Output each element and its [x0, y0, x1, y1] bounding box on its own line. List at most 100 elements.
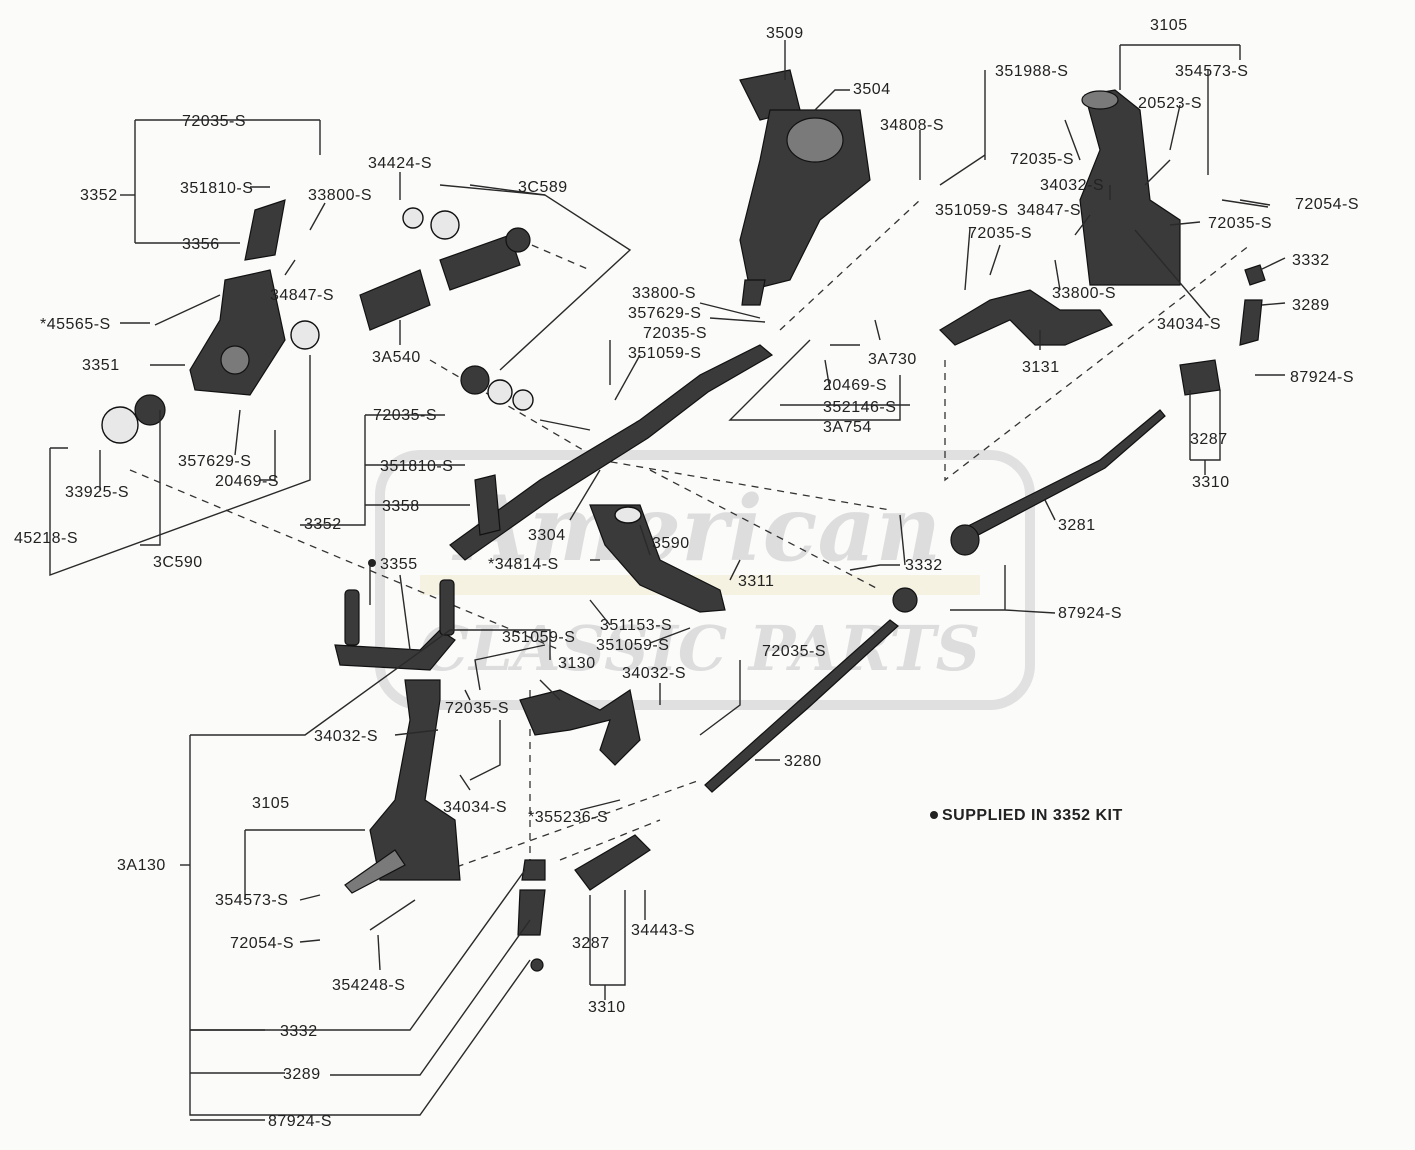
label-3287-b: 3287	[572, 935, 610, 952]
label-3355: 3355	[380, 556, 418, 573]
label-87924-s-c: 87924-S	[268, 1113, 332, 1130]
idler-bracket	[189, 269, 286, 396]
label-45218-s: 45218-S	[14, 530, 78, 547]
kit-dot-3355	[368, 559, 376, 567]
label-351059-s-d: 351059-S	[596, 637, 669, 654]
label-3a540: 3A540	[372, 349, 421, 366]
label-3289-b: 3289	[283, 1066, 321, 1083]
label-352146-s: 352146-S	[823, 399, 896, 416]
parts	[101, 69, 1269, 972]
label-3352-a: 3352	[80, 187, 118, 204]
label-3a130: 3A130	[117, 857, 166, 874]
label-355236-s: *355236-S	[528, 809, 608, 826]
label-3332-c: 3332	[280, 1023, 318, 1040]
label-351153-s: 351153-S	[600, 617, 672, 634]
label-33800-s-a: 33800-S	[308, 187, 372, 204]
label-3289-a: 3289	[1292, 297, 1330, 314]
label-72035-s-h: 72035-S	[445, 700, 509, 717]
label-87924-s-b: 87924-S	[1058, 605, 1122, 622]
label-3a730: 3A730	[868, 351, 917, 368]
label-354573-s-bot: 354573-S	[215, 892, 288, 909]
label-3c589: 3C589	[518, 179, 568, 196]
label-45565-s: *45565-S	[40, 316, 111, 333]
label-3287-a: 3287	[1190, 431, 1228, 448]
label-357629-s-b: 357629-S	[178, 453, 251, 470]
label-34032-s-a: 34032-S	[1040, 177, 1104, 194]
label-3310-b: 3310	[588, 999, 626, 1016]
watermark-line2: CLASSIC PARTS	[420, 612, 981, 685]
pitman-arm	[589, 504, 726, 613]
label-72035-s-c: 72035-S	[1208, 215, 1272, 232]
label-354573-s-top: 354573-S	[1175, 63, 1248, 80]
label-34847-s-a: 34847-S	[270, 287, 334, 304]
spindle-left	[344, 679, 461, 894]
label-34424-s: 34424-S	[368, 155, 432, 172]
label-3356: 3356	[182, 236, 220, 253]
tie-rod-3280	[704, 587, 918, 793]
label-3105-top: 3105	[1150, 17, 1188, 34]
label-3509: 3509	[766, 25, 804, 42]
bushings	[101, 199, 534, 536]
label-20469-s-a: 20469-S	[823, 377, 887, 394]
steering-gear	[739, 69, 871, 306]
steering-arm-3131	[939, 289, 1113, 346]
label-20523-s: 20523-S	[1138, 95, 1202, 112]
steering-arm-3130	[519, 689, 641, 766]
ball-studs	[517, 264, 1266, 972]
label-33800-s-c: 33800-S	[632, 285, 696, 302]
label-34443-s: 34443-S	[631, 922, 695, 939]
label-20469-s-b: 20469-S	[215, 473, 279, 490]
label-33925-s: 33925-S	[65, 484, 129, 501]
label-3281: 3281	[1058, 517, 1096, 534]
label-351059-s-b: 351059-S	[628, 345, 701, 362]
label-72035-s-d: 72035-S	[968, 225, 1032, 242]
label-3130: 3130	[558, 655, 596, 672]
label-357629-s-a: 357629-S	[628, 305, 701, 322]
label-3304: 3304	[528, 527, 566, 544]
bolts	[154, 154, 1269, 931]
label-3351: 3351	[82, 357, 120, 374]
label-34032-s-c: 34032-S	[314, 728, 378, 745]
label-3105-bot: 3105	[252, 795, 290, 812]
leader-lines	[49, 40, 1286, 1121]
label-3280: 3280	[784, 753, 822, 770]
spindle-right	[1079, 89, 1181, 286]
label-34808-s: 34808-S	[880, 117, 944, 134]
part-labels: 3509 3504 3105 351988-S 354573-S 20523-S…	[14, 17, 1359, 1130]
label-3131: 3131	[1022, 359, 1060, 376]
label-72035-s-f: 72035-S	[373, 407, 437, 424]
label-3311: 3311	[738, 573, 774, 590]
label-34814-s: *34814-S	[488, 556, 559, 573]
label-3c590: 3C590	[153, 554, 203, 571]
assembly-dashed-lines	[129, 199, 1251, 881]
tie-rod-3281	[950, 409, 1166, 556]
center-link	[449, 344, 774, 561]
label-3a754: 3A754	[823, 419, 872, 436]
label-72035-s-a: 72035-S	[182, 113, 246, 130]
label-351988-s: 351988-S	[995, 63, 1068, 80]
label-34032-s-b: 34032-S	[622, 665, 686, 682]
label-3504: 3504	[853, 81, 891, 98]
label-3352-b: 3352	[304, 516, 342, 533]
label-351059-s-a: 351059-S	[935, 202, 1008, 219]
label-33800-s-b: 33800-S	[1052, 285, 1116, 302]
label-351810-s-b: 351810-S	[380, 458, 453, 475]
label-72054-s-b: 72054-S	[230, 935, 294, 952]
label-3332-a: 3332	[1292, 252, 1330, 269]
idler-arm	[334, 579, 456, 671]
label-354248-s: 354248-S	[332, 977, 405, 994]
label-351810-s-a: 351810-S	[180, 180, 253, 197]
label-3310-a: 3310	[1192, 474, 1230, 491]
label-3332-b: 3332	[905, 557, 943, 574]
label-3358: 3358	[382, 498, 420, 515]
label-34034-s-b: 34034-S	[443, 799, 507, 816]
label-3590: 3590	[652, 535, 690, 552]
label-34034-s-a: 34034-S	[1157, 316, 1221, 333]
kit-note: SUPPLIED IN 3352 KIT	[942, 807, 1123, 824]
label-351059-s-c: 351059-S	[502, 629, 575, 646]
label-34847-s-b: 34847-S	[1017, 202, 1081, 219]
label-72035-s-g: 72035-S	[762, 643, 826, 660]
label-72054-s-a: 72054-S	[1295, 196, 1359, 213]
